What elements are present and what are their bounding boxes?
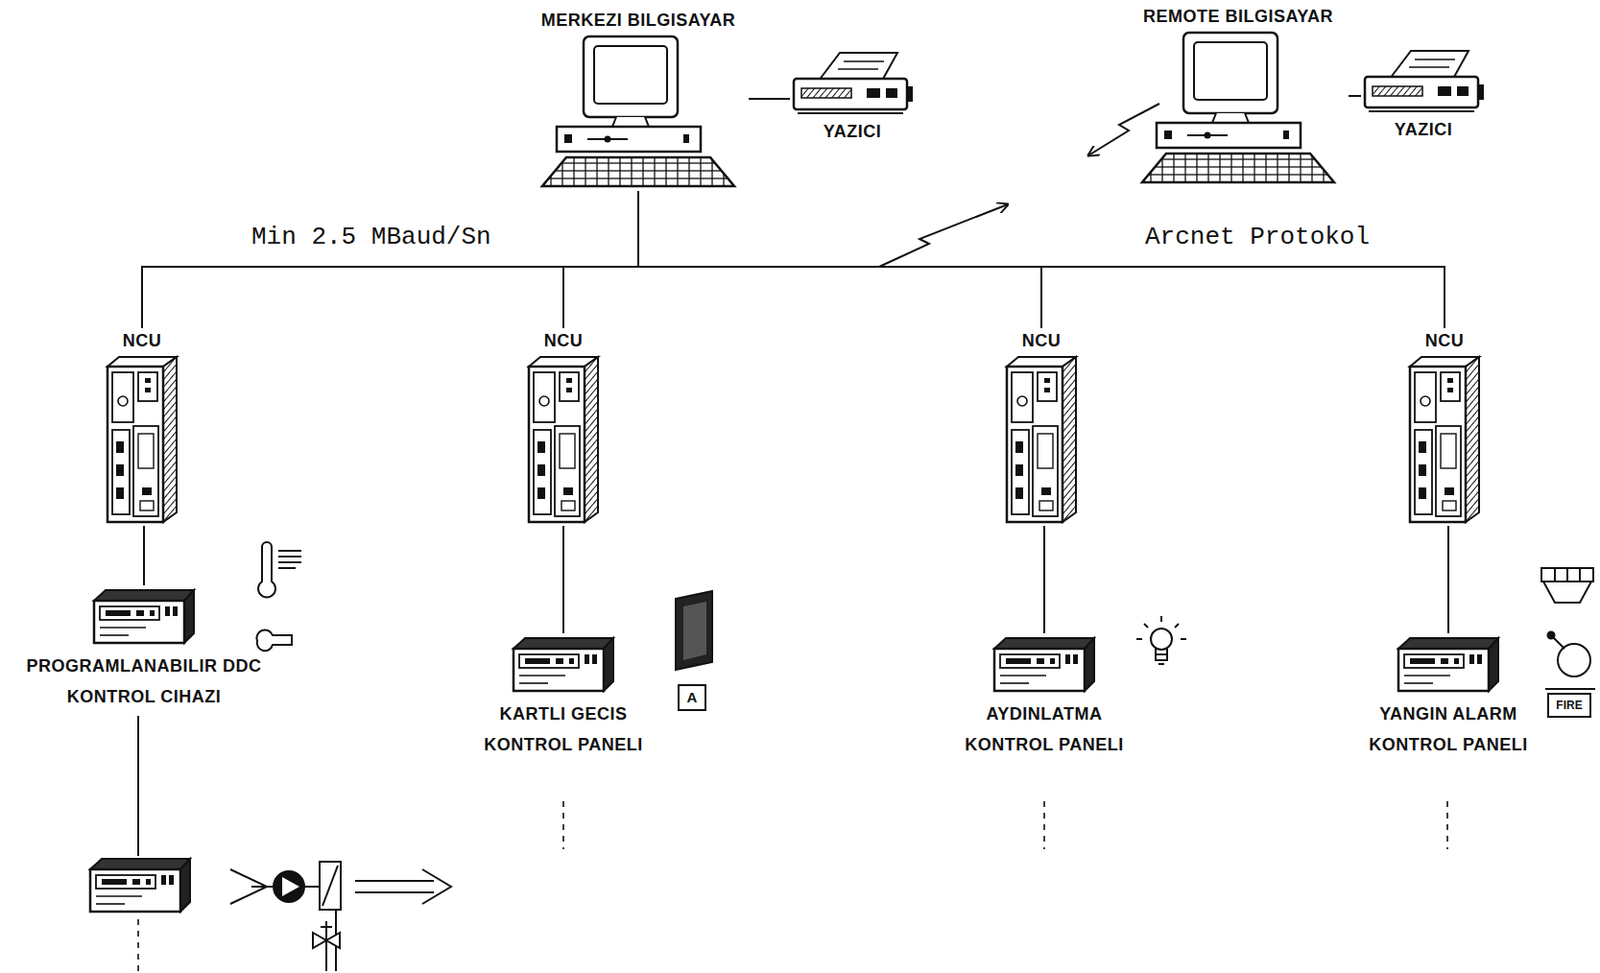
control-panel: KARTLI GECIS KONTROL PANELI (462, 633, 665, 761)
ncu-cabinet: NCU (1406, 328, 1483, 526)
protocol-label: Arcnet Protokol (1145, 222, 1370, 252)
network-line (748, 97, 790, 100)
node-label: YANGIN ALARM KONTROL PANELI (1347, 698, 1550, 761)
network-line (142, 191, 639, 329)
control-panel-icon (1394, 633, 1503, 693)
node-label: AYDINLATMA KONTROL PANELI (943, 698, 1146, 761)
control-panel-icon (509, 633, 618, 693)
card-symbol-label: A (677, 684, 707, 712)
network-line (638, 191, 1445, 329)
ncu-cabinet: NCU (525, 328, 602, 526)
fan-symbol (256, 629, 292, 651)
fire-bell-symbol (1545, 632, 1596, 691)
smoke-detector-symbol (1541, 568, 1594, 603)
ncu-cabinet-icon (525, 353, 602, 526)
wireless-link (879, 103, 1160, 267)
printer-icon (1361, 47, 1486, 118)
control-panel-icon (90, 585, 198, 645)
network-line (1043, 525, 1046, 634)
node-label: KARTLI GECIS KONTROL PANELI (462, 698, 665, 761)
bus-speed-label: Min 2.5 MBaud/Sn (251, 222, 492, 252)
control-panel: PROGRAMLANABILIR DDC KONTROL CIHAZI (0, 585, 288, 713)
ncu-cabinet: NCU (1002, 328, 1080, 526)
node-heading: NCU (1022, 328, 1062, 354)
ncu-cabinet-icon (1406, 353, 1483, 526)
network-line (563, 191, 639, 329)
light-bulb-symbol (1136, 616, 1187, 665)
node-label: PROGRAMLANABILIR DDC KONTROL CIHAZI (0, 650, 288, 713)
printer: YAZICI (1361, 47, 1486, 143)
computer: MERKEZI BILGISAYAR (527, 7, 749, 192)
ncu-cabinet: NCU (103, 328, 181, 526)
wire (137, 716, 140, 857)
air-handling-symbol (230, 861, 452, 972)
ddc-unit-symbol (90, 859, 191, 912)
network-line (1348, 95, 1362, 97)
node-heading: NCU (1425, 328, 1465, 354)
control-panel: AYDINLATMA KONTROL PANELI (943, 633, 1146, 761)
node-heading: NCU (122, 328, 163, 354)
network-line (562, 525, 565, 634)
network-line (143, 525, 145, 586)
ncu-cabinet-icon (1002, 353, 1080, 526)
node-heading: MERKEZI BILGISAYAR (541, 7, 737, 33)
node-label: YAZICI (823, 119, 882, 144)
control-panel: YANGIN ALARM KONTROL PANELI (1347, 633, 1550, 761)
fire-sign-label: FIRE (1547, 692, 1592, 718)
control-panel-icon (990, 633, 1099, 693)
ncu-cabinet-icon (103, 353, 181, 526)
printer: YAZICI (789, 49, 915, 144)
network-line (638, 191, 1042, 329)
node-heading: NCU (544, 328, 584, 354)
computer-icon (1127, 28, 1349, 188)
thermometer-symbol (258, 542, 302, 598)
node-label: YAZICI (1394, 117, 1453, 143)
card-reader-symbol (675, 591, 713, 670)
dashed-continuation (138, 801, 1448, 972)
computer-icon (527, 32, 749, 192)
printer-icon (789, 49, 915, 120)
node-heading: REMOTE BILGISAYAR (1143, 3, 1334, 29)
computer: REMOTE BILGISAYAR (1127, 3, 1349, 188)
network-line (1447, 525, 1450, 634)
